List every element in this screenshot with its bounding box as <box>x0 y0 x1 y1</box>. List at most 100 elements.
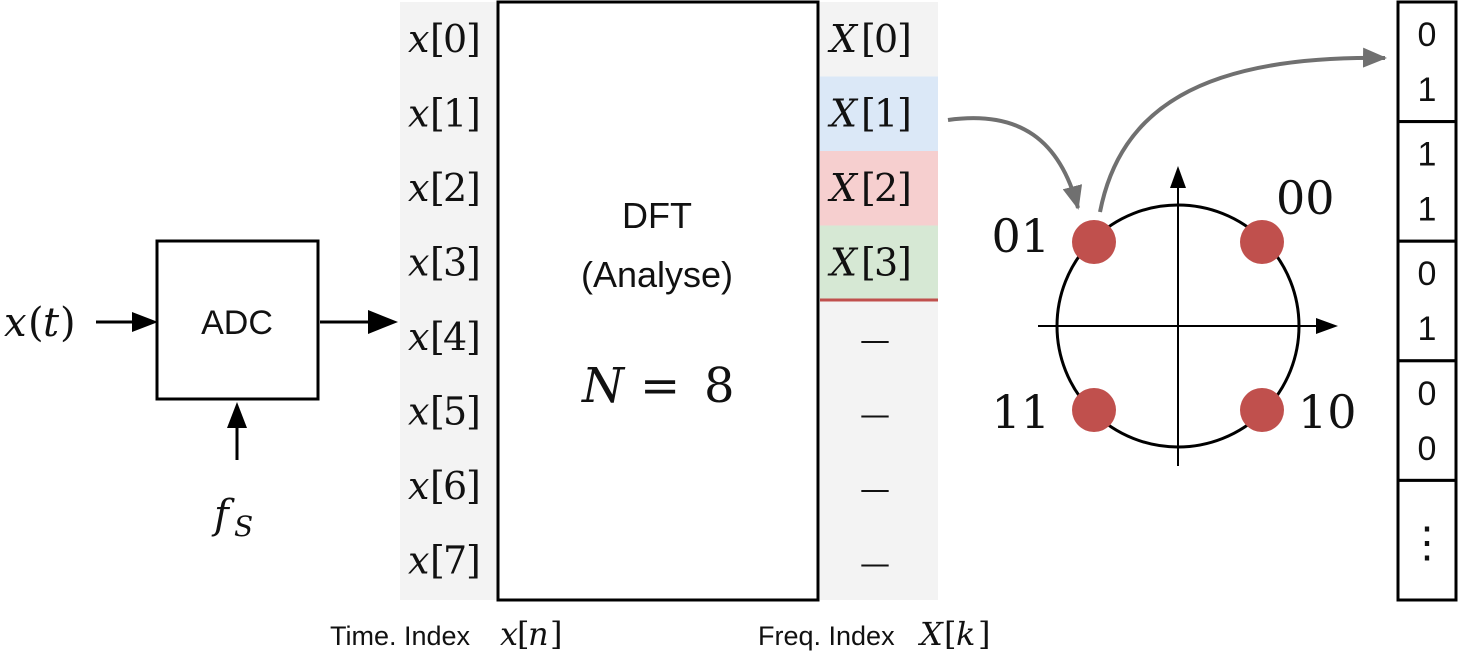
bit-group-0: 01 <box>1396 0 1458 124</box>
unused-bin-7: — <box>860 547 890 582</box>
constellation-point-00: 00 <box>1240 171 1335 264</box>
symbol-dot <box>1072 388 1116 432</box>
svg-text:X: X <box>827 166 859 210</box>
time-sample-2: x[2] <box>408 166 481 210</box>
symbol-label: 10 <box>1298 385 1357 439</box>
svg-text:x: x <box>408 241 429 285</box>
dft-block <box>496 0 820 602</box>
time-sample-index: 2 <box>443 166 467 210</box>
time-sample-1: x[1] <box>408 92 481 136</box>
time-sample-4: x[4] <box>408 315 481 359</box>
svg-text:]: ] <box>897 17 912 61</box>
svg-text:k: k <box>956 615 975 653</box>
sample-rate-arrow <box>227 402 247 460</box>
bit: 1 <box>1418 191 1437 229</box>
dft-subtitle: (Analyse) <box>581 254 733 295</box>
svg-text:X: X <box>827 17 859 61</box>
time-sample-index: 1 <box>443 92 467 136</box>
svg-text:[: [ <box>430 166 445 210</box>
time-sample-index: 5 <box>443 390 467 434</box>
freq-bin-index: 0 <box>874 17 898 61</box>
svg-text:t: t <box>43 300 60 346</box>
svg-text:=: = <box>640 358 680 414</box>
svg-text:N: N <box>581 358 626 414</box>
input-signal-label: x ( t ) <box>4 300 76 346</box>
freq-bin-background <box>820 76 938 151</box>
svg-text:]: ] <box>897 92 912 136</box>
svg-text:x: x <box>408 166 429 210</box>
bit-group-box <box>1396 359 1458 482</box>
unused-bin-6: — <box>860 472 890 507</box>
dft-size: N = 8 <box>581 358 735 414</box>
time-sample-index: 0 <box>443 17 467 61</box>
svg-text:[: [ <box>430 92 445 136</box>
svg-text:Time. Index: Time. Index <box>330 621 471 651</box>
svg-text:X: X <box>827 241 859 285</box>
svg-text:x: x <box>408 17 429 61</box>
bit: 1 <box>1418 310 1437 348</box>
svg-text:]: ] <box>897 241 912 285</box>
svg-text:]: ] <box>466 92 481 136</box>
time-sample-index: 4 <box>443 315 467 359</box>
bit-group-2: 01 <box>1396 239 1458 363</box>
svg-text:Freq. Index: Freq. Index <box>758 621 895 651</box>
svg-text:X: X <box>917 615 944 653</box>
time-sample-7: x[7] <box>408 539 481 583</box>
time-sample-list: x[0]x[1]x[2]x[3]x[4]x[5]x[6]x[7] <box>408 17 481 583</box>
ellipsis: ⋮ <box>1406 517 1448 566</box>
svg-text:(: ( <box>28 300 44 346</box>
svg-text:x: x <box>408 315 429 359</box>
time-index-caption: Time. Index x [ n ] <box>330 615 562 653</box>
time-sample-column <box>400 2 497 600</box>
freq-bin-index: 2 <box>874 166 898 210</box>
svg-text:]: ] <box>466 17 481 61</box>
freq-bin-list: X[0]X[1]X[2]X[3]———— <box>820 2 938 582</box>
constellation-to-bitstream-arrow <box>1098 47 1387 213</box>
svg-text:]: ] <box>897 166 912 210</box>
constellation-diagram: 00 01 11 10 <box>991 166 1357 466</box>
svg-text:x: x <box>500 615 518 653</box>
adc-label: ADC <box>201 304 273 342</box>
freq-bin-index: 1 <box>874 92 898 136</box>
freq-bin-0: X[0] <box>820 2 938 77</box>
freq-bin-3: X[3] <box>820 225 938 300</box>
svg-text:]: ] <box>466 464 481 508</box>
svg-text:8: 8 <box>704 358 735 414</box>
sample-rate-label: f S <box>211 492 253 543</box>
bit-group-1: 11 <box>1396 120 1458 243</box>
svg-text:[: [ <box>430 241 445 285</box>
unused-bin-4: — <box>860 323 890 358</box>
svg-text:[: [ <box>861 166 876 210</box>
adc-output-arrow <box>320 310 398 334</box>
constellation-point-01: 01 <box>991 209 1116 264</box>
constellation-point-11: 11 <box>991 385 1116 439</box>
unit-circle <box>1055 203 1301 449</box>
svg-text:]: ] <box>466 166 481 210</box>
svg-text:[: [ <box>430 17 445 61</box>
adc-block <box>155 239 320 401</box>
svg-text:[: [ <box>430 315 445 359</box>
bit-group-3: 00 <box>1396 359 1458 482</box>
freq-bin-1: X[1] <box>820 76 938 151</box>
bit: 0 <box>1418 255 1437 293</box>
svg-text:[: [ <box>430 539 445 583</box>
symbol-dot <box>1240 220 1284 264</box>
svg-text:x: x <box>408 390 429 434</box>
svg-text:]: ] <box>978 615 990 653</box>
time-sample-6: x[6] <box>408 464 481 508</box>
bit: 0 <box>1418 16 1437 54</box>
svg-text:x: x <box>408 539 429 583</box>
symbol-dot <box>1240 388 1284 432</box>
freq-bin-background <box>820 225 938 300</box>
svg-text:X: X <box>827 92 859 136</box>
freq-bin-background <box>820 151 938 226</box>
bit: 1 <box>1418 136 1437 174</box>
constellation-point-10: 10 <box>1240 385 1357 439</box>
time-sample-0: x[0] <box>408 17 481 61</box>
svg-text:]: ] <box>550 615 562 653</box>
svg-text:[: [ <box>861 92 876 136</box>
unused-bin-5: — <box>860 398 890 433</box>
bit-group-box <box>1396 0 1458 124</box>
svg-text:[: [ <box>861 17 876 61</box>
freq-bin-index: 3 <box>874 241 898 285</box>
